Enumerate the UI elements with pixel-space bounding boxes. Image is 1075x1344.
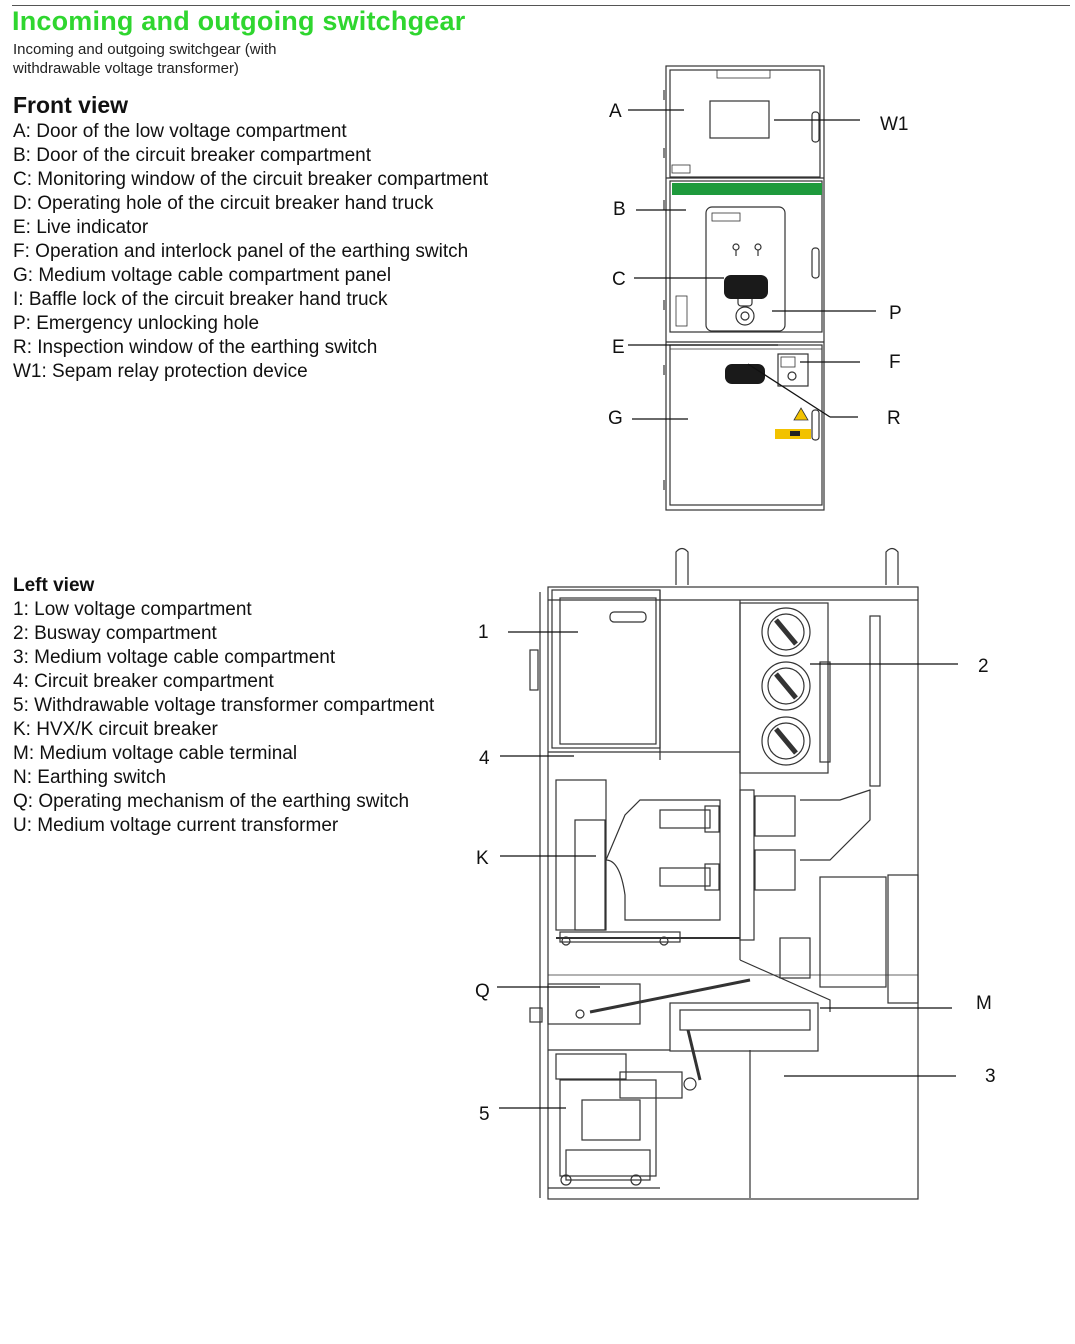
lifting-eye-right	[885, 547, 899, 585]
front-view-legend: A: Door of the low voltage compartment B…	[13, 120, 488, 384]
legend-item-3: 3: Medium voltage cable compartment	[13, 647, 336, 668]
callout-f: F	[889, 352, 901, 373]
interlock-panel	[777, 353, 809, 387]
lv-compartment	[551, 589, 661, 749]
callout-4: 4	[479, 748, 490, 769]
callout-1: 1	[478, 622, 489, 643]
earthing-mechanism	[547, 983, 641, 1025]
callout-c: C	[612, 269, 626, 290]
callout-k: K	[476, 848, 489, 869]
current-transformer	[669, 1002, 819, 1052]
callout-b: B	[613, 199, 626, 220]
cabinet-outline	[665, 65, 825, 511]
callout-w1: W1	[880, 114, 909, 135]
legend-item-k: K: HVX/K circuit breaker	[13, 719, 218, 740]
legend-item-q: Q: Operating mechanism of the earthing s…	[13, 791, 410, 812]
page-title: Incoming and outgoing switchgear	[12, 6, 466, 36]
breaker-truck-frame	[555, 779, 607, 931]
cb-door-handle	[811, 247, 820, 279]
legend-item-m: M: Medium voltage cable terminal	[13, 743, 298, 764]
legend-item-4: 4: Circuit breaker compartment	[13, 671, 274, 692]
callout-e: E	[612, 337, 625, 358]
page-subtitle: Incoming and outgoing switchgear (with w…	[13, 41, 277, 77]
legend-item-a: A: Door of the low voltage compartment	[13, 121, 347, 142]
callout-2: 2	[978, 656, 989, 677]
left-view-legend: 1: Low voltage compartment 2: Busway com…	[13, 598, 434, 838]
legend-item-n: N: Earthing switch	[13, 767, 167, 788]
callout-p: P	[889, 303, 902, 324]
legend-item-p: P: Emergency unlocking hole	[13, 313, 260, 334]
left-view-heading: Left view	[13, 575, 95, 596]
cable-door-handle	[811, 409, 820, 441]
legend-item-d: D: Operating hole of the circuit breaker…	[13, 193, 434, 214]
legend-item-u: U: Medium voltage current transformer	[13, 815, 339, 836]
legend-item-i: I: Baffle lock of the circuit breaker ha…	[13, 289, 388, 310]
callout-q: Q	[475, 981, 490, 1002]
lifting-eye-left	[675, 547, 689, 585]
cabinet-side-outline	[547, 586, 919, 1200]
legend-item-r: R: Inspection window of the earthing swi…	[13, 337, 378, 358]
legend-item-1: 1: Low voltage compartment	[13, 599, 252, 620]
lv-door-handle	[811, 111, 820, 143]
operating-hole	[724, 275, 768, 299]
top-rule	[12, 5, 1070, 6]
callout-a: A	[609, 101, 622, 122]
warning-icon	[793, 407, 809, 421]
monitoring-window	[705, 206, 786, 332]
callout-3: 3	[985, 1066, 996, 1087]
legend-item-c: C: Monitoring window of the circuit brea…	[13, 169, 489, 190]
cb-door	[669, 180, 823, 333]
green-stripe	[672, 183, 822, 195]
cable-terminal-housing	[819, 876, 887, 988]
sepam-relay	[709, 100, 770, 139]
vt-compartment	[559, 1079, 657, 1177]
legend-item-e: E: Live indicator	[13, 217, 149, 238]
legend-item-2: 2: Busway compartment	[13, 623, 217, 644]
legend-item-b: B: Door of the circuit breaker compartme…	[13, 145, 371, 166]
legend-item-5: 5: Withdrawable voltage transformer comp…	[13, 695, 435, 716]
front-view-heading: Front view	[13, 92, 129, 118]
legend-item-g: G: Medium voltage cable compartment pane…	[13, 265, 392, 286]
circuit-breaker-body	[605, 799, 721, 921]
callout-g: G	[608, 408, 623, 429]
front-view-drawing: A B C E G W1 P F R	[608, 65, 909, 511]
callout-r: R	[887, 408, 901, 429]
legend-item-f: F: Operation and interlock panel of the …	[13, 241, 469, 262]
legend-item-w1: W1: Sepam relay protection device	[13, 361, 308, 382]
callout-m: M	[976, 993, 992, 1014]
callout-5: 5	[479, 1104, 490, 1125]
